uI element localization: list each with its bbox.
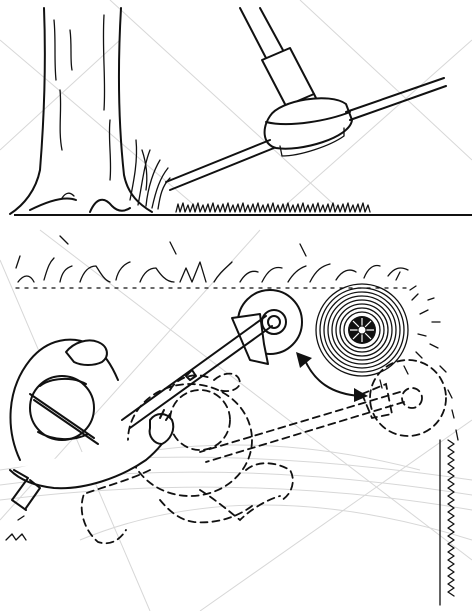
- grass-left: [6, 516, 26, 540]
- trimmer-head-icon: [265, 98, 352, 156]
- grass-line-top: [176, 203, 370, 212]
- trimmer-head-icon: [232, 290, 302, 364]
- trimmer-shaft-dashed: [200, 392, 404, 462]
- operator-icon: [10, 340, 173, 510]
- stump-grass: [380, 272, 458, 440]
- bottom-panel: [6, 236, 458, 605]
- tree-trunk-icon: [10, 8, 152, 214]
- tree-stump-icon: [316, 284, 408, 376]
- top-panel: [10, 8, 472, 215]
- trimmer-head-dashed-icon: [362, 360, 446, 436]
- grass-edge-right: [440, 440, 454, 605]
- grass-border: [16, 236, 410, 288]
